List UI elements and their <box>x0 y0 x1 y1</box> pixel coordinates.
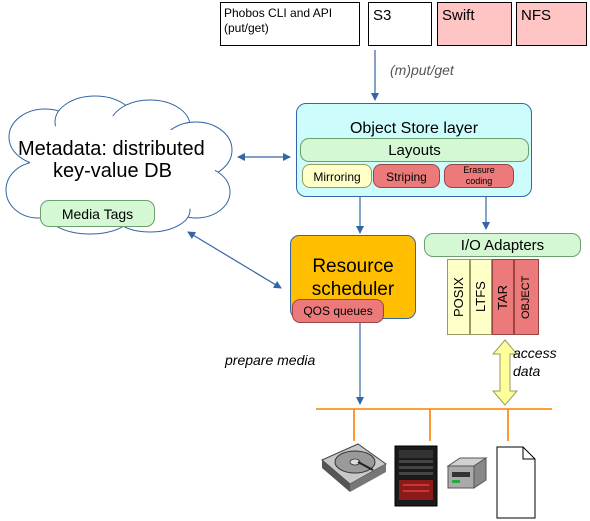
scheduler-title-line2: scheduler <box>311 279 395 300</box>
erasure-coding-box: Erasure coding <box>444 164 514 188</box>
cli-api-sublabel: (put/get) <box>224 21 269 35</box>
s3-box: S3 <box>368 2 432 46</box>
qos-queues-box: QOS queues <box>292 299 384 323</box>
prepare-media-label: prepare media <box>225 352 316 368</box>
media-tags-label: Media Tags <box>61 206 134 222</box>
object-store-title: Object Store layer <box>349 120 479 137</box>
s3-label: S3 <box>373 7 392 24</box>
io-adapters-label: I/O Adapters <box>460 237 545 254</box>
mirroring-label: Mirroring <box>313 170 361 184</box>
swift-box: Swift <box>437 2 512 46</box>
nfs-label: NFS <box>521 7 551 24</box>
io-adapters-box: I/O Adapters <box>424 233 581 257</box>
layouts-label: Layouts <box>388 142 441 159</box>
qos-queues-label: QOS queues <box>303 304 373 318</box>
object-adapter: OBJECT <box>514 259 539 335</box>
striping-label: Striping <box>386 170 427 184</box>
tape-drive-icon <box>446 457 488 489</box>
scheduler-title-line1: Resource <box>312 256 394 277</box>
put-get-label: (m)put/get <box>390 62 454 78</box>
posix-adapter: POSIX <box>447 259 470 335</box>
tar-adapter: TAR <box>492 259 514 335</box>
swift-label: Swift <box>442 7 475 24</box>
layouts-box: Layouts <box>300 138 529 162</box>
mirroring-box: Mirroring <box>302 164 372 188</box>
ltfs-adapter: LTFS <box>470 259 492 335</box>
access-data-line1: access <box>513 345 557 361</box>
access-data-double-arrow <box>491 339 519 406</box>
striping-box: Striping <box>373 164 440 188</box>
nfs-box: NFS <box>516 2 587 46</box>
file-document-icon <box>496 446 536 519</box>
metadata-scheduler-arrow <box>187 231 282 289</box>
erasure-line1: Erasure <box>463 165 495 175</box>
cli-api-box: Phobos CLI and API (put/get) <box>220 2 360 46</box>
tar-label: TAR <box>495 284 510 310</box>
media-tags-box: Media Tags <box>40 200 155 227</box>
access-data-line2: data <box>513 363 541 379</box>
tape-library-icon <box>394 445 438 507</box>
metadata-title-line1: Metadata: distributed <box>18 138 205 160</box>
object-label: OBJECT <box>520 275 532 319</box>
ltfs-label: LTFS <box>473 281 488 313</box>
metadata-title-line2: key-value DB <box>53 160 172 182</box>
cli-api-label: Phobos CLI and API <box>224 6 333 20</box>
erasure-line2: coding <box>465 176 493 186</box>
posix-label: POSIX <box>451 277 466 317</box>
hard-disk-icon <box>321 443 387 492</box>
